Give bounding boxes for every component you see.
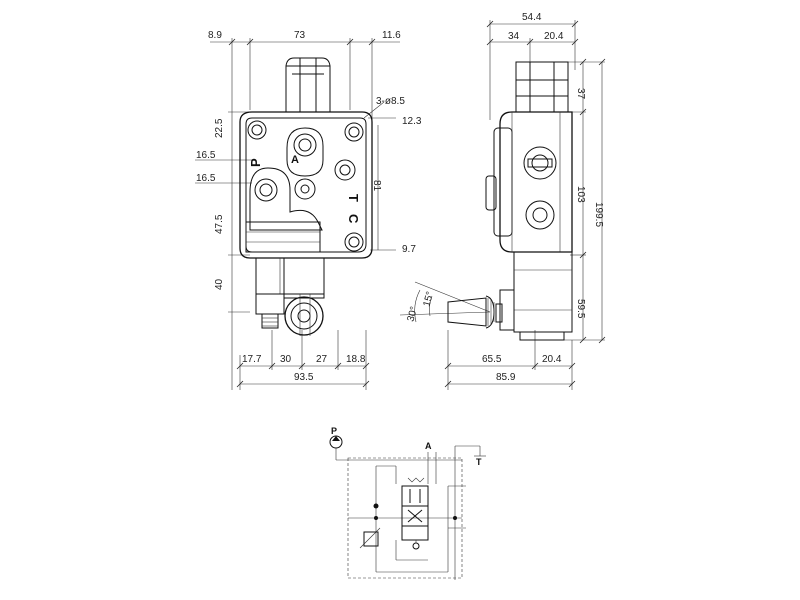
dim-left-4: 47.5: [214, 214, 225, 234]
side-dim-top-right: 20.4: [544, 31, 564, 42]
directional-valve: [401, 477, 429, 541]
dim-bottom-4: 18.8: [346, 354, 366, 365]
dim-right-height: 81: [371, 180, 382, 192]
dim-left-3: 16.5: [196, 173, 216, 184]
hydraulic-schematic: P A T: [329, 426, 486, 580]
angle-30: 30°: [406, 305, 421, 322]
side-dim-overall-height: 199.5: [593, 202, 604, 227]
dim-overall-width: 93.5: [294, 372, 314, 383]
relief-valve: [363, 531, 379, 547]
port-label-c: C: [346, 214, 361, 224]
dim-right-top: 12.3: [402, 116, 422, 127]
port-label-p: P: [248, 158, 263, 167]
port-label-t: T: [346, 194, 361, 202]
dim-top-left: 8.9: [208, 30, 222, 41]
dim-top-middle: 73: [294, 30, 306, 41]
dim-left-5: 40: [214, 278, 225, 290]
front-view: 8.9 73 11.6 3-ø8.5 12.3 81 9.7 22.5 16.5…: [195, 30, 422, 390]
dim-left-2: 16.5: [196, 150, 216, 161]
hole-callout: 3-ø8.5: [376, 96, 405, 107]
dim-bottom-2: 30: [280, 354, 292, 365]
schematic-label-a: A: [425, 441, 432, 451]
port-label-a: A: [291, 154, 299, 166]
side-dim-bottom-1: 65.5: [482, 354, 502, 365]
side-dim-top-overall: 54.4: [522, 12, 542, 23]
dim-bottom-3: 27: [316, 354, 328, 365]
side-dim-right-1: 37: [575, 88, 586, 100]
side-dim-right-3: 59.5: [575, 299, 586, 319]
schematic-label-t: T: [476, 457, 482, 467]
schematic-label-p: P: [331, 426, 337, 436]
side-dim-bottom-overall: 85.9: [496, 372, 516, 383]
dim-bottom-1: 17.7: [242, 354, 262, 365]
angle-15: 15°: [422, 290, 437, 307]
dim-top-right: 11.6: [382, 30, 401, 41]
dim-left-1: 22.5: [214, 118, 225, 138]
side-view: 54.4 34 20.4 37 103 59.5 199.5 30° 15° 6…: [399, 12, 606, 390]
side-dim-right-2: 103: [575, 186, 586, 203]
dim-right-bottom: 9.7: [402, 244, 416, 255]
side-dim-bottom-2: 20.4: [542, 354, 562, 365]
side-dim-top-left: 34: [508, 31, 520, 42]
